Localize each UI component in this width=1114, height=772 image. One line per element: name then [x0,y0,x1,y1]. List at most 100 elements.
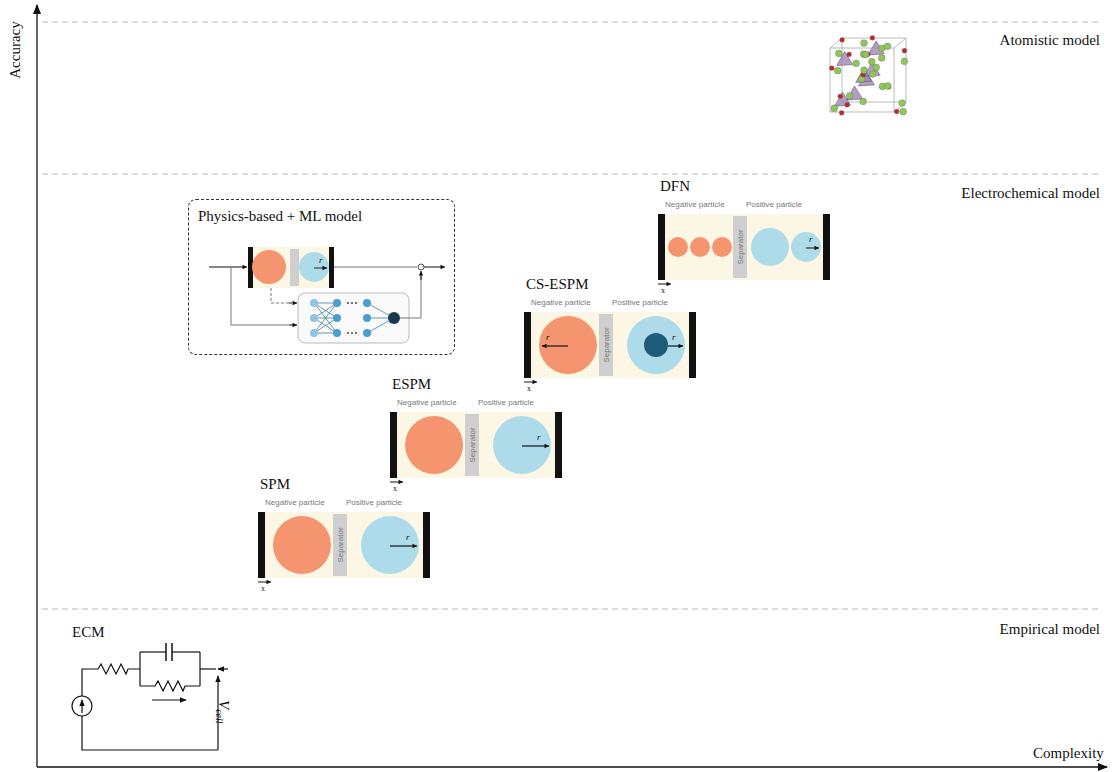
nn-link [314,303,337,318]
arrow-head [666,282,671,286]
nn-link [314,318,337,333]
atom [868,58,875,65]
atom [884,83,891,90]
arrow-head [266,580,271,584]
axis-letter: r [809,234,813,244]
band-line [42,21,1100,22]
particle-label: Positive particle [746,200,802,210]
particle [273,516,331,574]
separator [290,249,299,286]
nn-neuron [363,329,371,337]
arrow-head [542,344,547,348]
arrow-head [440,265,445,269]
current-collector [258,512,265,578]
ellipsis-dot [347,302,349,304]
model-title: Physics-based + ML model [198,208,362,225]
nn-neuron [363,314,371,322]
cell-model-box: SPMNegative particlePositive particleSep… [258,476,430,594]
model-title: CS-ESPM [526,276,589,293]
wire [231,267,289,325]
cell-ground [258,512,430,578]
particle-label: Negative particle [265,498,325,508]
separator-label: Separator [736,229,745,264]
nn-neuron [333,299,341,307]
particle-label: Positive particle [478,398,534,408]
particle [627,316,685,374]
nn-output [388,312,400,324]
axis-title: Complexity [1033,745,1104,762]
band-label: Electrochemical model [961,185,1100,202]
cell-ground [658,214,830,280]
arrow-head [322,266,327,270]
axis-letter: x [393,484,397,494]
arrow-head [419,271,423,276]
particle [299,252,329,282]
ellipsis-dot [351,332,353,334]
nn-neuron [333,329,341,337]
x-axis [37,766,1107,767]
band-line [42,173,1100,174]
nn-neuron [310,299,318,307]
wire [334,267,417,268]
separator [599,314,613,376]
separator-label: Separator [336,527,345,562]
particle [712,237,732,257]
atom [853,60,860,67]
crystal-structure [829,35,907,115]
axis-letter: r [546,332,550,342]
particle [405,416,463,474]
band-label: Empirical model [1000,621,1100,638]
atom [862,51,869,58]
atom [878,55,885,62]
particle [644,333,668,357]
axis-letter: x [527,384,531,394]
atom [894,109,899,114]
nn-link [314,303,337,318]
cell-edge [842,102,906,103]
arrow-head [544,444,549,448]
atom [870,35,875,40]
atom [845,103,850,108]
cell-ground [524,312,696,378]
separator [733,216,747,278]
hybrid-model-box: Physics-based + ML modelr [188,199,455,355]
atom [873,64,880,71]
wire [400,276,421,318]
axis-letter: r [672,332,676,342]
particle-label: Negative particle [397,398,457,408]
sum-junction [418,264,424,270]
atom [831,105,838,112]
nn-link [314,318,337,333]
band-line [42,608,1100,609]
cell-ground [390,412,562,478]
model-title: ECM [72,624,105,641]
atom [834,67,841,74]
particle [361,516,419,574]
nn-neuron [333,314,341,322]
cell-edge [906,38,907,102]
atom [840,38,845,43]
axis-title: Accuracy [7,21,24,78]
nn-neuron [363,299,371,307]
particle [751,228,789,266]
voltage-label: Vcell [214,700,231,724]
atom [899,100,906,107]
current-collector [390,412,397,478]
capacitor-symbol [165,643,167,661]
ecm-circuit [72,643,228,750]
arrow-head [532,380,537,384]
wire [271,288,289,303]
atom [901,58,908,65]
current-collector [524,312,531,378]
atom [860,98,867,105]
arrow-line [209,267,247,268]
axis-letter: r [406,532,410,542]
ellipsis-dot [355,302,357,304]
cell-model-box: ESPMNegative particlePositive particleSe… [390,376,562,494]
arrow-head [398,480,403,484]
current-collector [658,214,665,280]
particle-label: Positive particle [612,298,668,308]
resistor-symbol [82,664,140,696]
